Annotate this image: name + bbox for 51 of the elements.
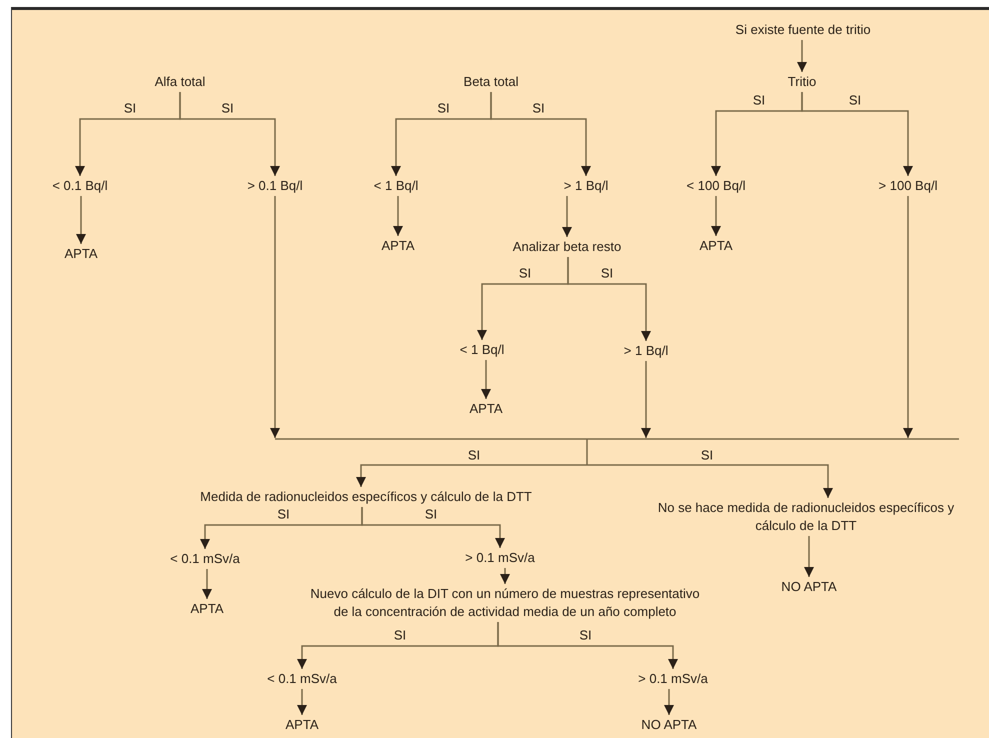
flow-step-text: > 0.1 mSv/a (465, 549, 535, 567)
arrow (500, 568, 510, 584)
flow-step-text: < 0.1 mSv/a (170, 550, 240, 568)
flow-step-text: APTA (470, 400, 502, 418)
flow-step-text: No se hace medida de radionucleidos específicos y cálculo de la DTT (646, 499, 966, 535)
flow-step-text: Nuevo cálculo de la DIT con un número de muestras representativo de la concentración de actividad media de un año completo (255, 585, 755, 621)
arrow (179, 92, 280, 176)
arrow (567, 257, 651, 341)
flow-step-text: > 0.1 Bq/l (247, 177, 303, 195)
arrow (270, 196, 280, 438)
flow-step-text: < 1 Bq/l (374, 177, 418, 195)
connector-line (274, 438, 960, 466)
flow-step-text: Analizar beta resto (512, 238, 622, 256)
flow-step-text: APTA (382, 237, 414, 255)
flow-step-text: APTA (190, 600, 224, 618)
arrow (481, 360, 491, 399)
arrow (356, 464, 587, 487)
arrow (801, 92, 913, 176)
flow-step-text: Alfa total (154, 73, 206, 91)
flow-step-text: APTA (286, 716, 318, 734)
arrow (804, 536, 814, 577)
arrow (361, 507, 505, 548)
arrow (393, 196, 403, 236)
flow-step-text: > 0.1 mSv/a (638, 670, 708, 688)
arrow (664, 689, 674, 715)
flow-step-text: < 0.1 mSv/a (267, 670, 337, 688)
arrow (641, 361, 651, 438)
flow-step-text: > 1 Bq/l (624, 342, 668, 360)
flow-step-text: Si existe fuente de tritio (735, 21, 871, 39)
arrow (76, 196, 86, 244)
flow-step-text: Beta total (464, 73, 518, 91)
flow-step-text: APTA (700, 237, 732, 255)
flow-step-text: < 1 Bq/l (460, 341, 504, 359)
arrow (202, 569, 212, 599)
flow-step-text: Tritio (788, 73, 816, 91)
flow-step-text: APTA (64, 245, 98, 263)
flow-step-text: > 1 Bq/l (564, 177, 608, 195)
arrow (903, 196, 913, 438)
arrow (711, 196, 721, 236)
flow-step-text: < 0.1 Bq/l (52, 177, 108, 195)
flow-step-text: > 100 Bq/l (878, 177, 938, 195)
flow-step-text: NO APTA (641, 716, 697, 734)
flow-step-text: Medida de radionucleidos específicos y cálculo de la DTT (200, 488, 532, 506)
arrow (297, 689, 307, 715)
arrow (587, 464, 833, 498)
arrow (562, 196, 572, 237)
arrow (497, 622, 678, 669)
arrow (490, 92, 591, 176)
flow-step-text: < 100 Bq/l (686, 177, 746, 195)
arrow (797, 40, 807, 72)
flow-step-text: NO APTA (781, 578, 837, 596)
